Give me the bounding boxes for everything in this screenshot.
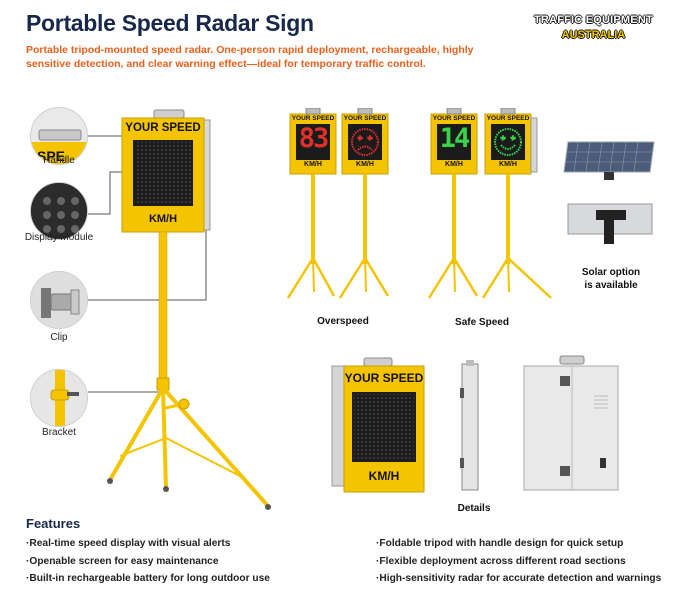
solar-caption: Solar option is available <box>581 267 641 291</box>
main-radar-sign <box>107 109 271 510</box>
brand-logo: TRAFFIC EQUIPMENT AUSTRALIA <box>534 14 653 41</box>
overspeed-sign-2-top: YOUR SPEED <box>343 115 387 122</box>
main-sign-unit-text: KM/H <box>148 213 178 225</box>
handle-icon: SPE <box>31 129 87 164</box>
details-caption: Details <box>457 503 491 514</box>
solar-panel-images <box>563 141 655 244</box>
clip-icon <box>31 272 87 328</box>
handle-label: Handle <box>43 155 75 166</box>
feature-left-2: ·Openable screen for easy maintenance <box>26 556 219 567</box>
main-sign-top-text: YOUR SPEED <box>125 122 201 134</box>
bracket-icon <box>31 370 87 426</box>
svg-text:SPE: SPE <box>37 148 65 164</box>
detail-sign-top-text: YOUR SPEED <box>344 371 424 385</box>
page-subtitle: Portable tripod-mounted speed radar. One… <box>26 44 474 70</box>
happy-face-icon <box>494 128 522 156</box>
clip-callout <box>30 271 88 329</box>
detail-sign-unit-text: KM/H <box>368 469 400 483</box>
solar-panel-bracket-icon <box>567 203 653 244</box>
clip-label: Clip <box>50 332 68 343</box>
overspeed-signs <box>286 108 390 299</box>
sad-face-icon <box>351 128 379 156</box>
detail-side-view <box>460 360 479 491</box>
bracket-label: Bracket <box>42 427 76 438</box>
display-module-callout <box>30 182 88 240</box>
detail-front-sign <box>331 357 425 493</box>
safe-sign-2-unit: KM/H <box>499 161 517 168</box>
safe-speed-value: 14 <box>439 123 471 154</box>
feature-left-3: ·Built-in rechargeable battery for long … <box>26 573 270 584</box>
overspeed-sign-1-top: YOUR SPEED <box>291 115 335 122</box>
features-heading: Features <box>26 516 81 531</box>
main-led-dots <box>135 142 191 204</box>
handle-callout: SPE <box>30 107 88 165</box>
bracket-callout <box>30 369 88 427</box>
safe-sign-2-top: YOUR SPEED <box>486 115 530 122</box>
brand-line-2: AUSTRALIA <box>561 29 626 41</box>
safe-speed-caption: Safe Speed <box>455 317 509 328</box>
safe-sign-1-top: YOUR SPEED <box>432 115 476 122</box>
feature-right-1: ·Foldable tripod with handle design for … <box>376 538 624 549</box>
overspeed-caption: Overspeed <box>317 316 369 327</box>
feature-left-1: ·Real-time speed display with visual ale… <box>26 538 231 549</box>
solar-panel-top-icon <box>563 141 655 180</box>
safe-speed-signs <box>427 108 552 299</box>
display-module-label: Display Module <box>24 232 94 243</box>
page-title: Portable Speed Radar Sign <box>26 10 314 36</box>
overspeed-sign-2-unit: KM/H <box>356 161 374 168</box>
safe-sign-1-unit: KM/H <box>445 161 463 168</box>
brand-line-1: TRAFFIC EQUIPMENT <box>534 14 653 26</box>
overspeed-sign-1-unit: KM/H <box>304 161 322 168</box>
overspeed-value: 83 <box>298 123 330 154</box>
detail-back-view <box>523 355 619 491</box>
feature-right-3: ·High-sensitivity radar for accurate det… <box>376 573 662 584</box>
feature-right-2: ·Flexible deployment across different ro… <box>376 556 626 567</box>
led-module-icon <box>31 183 87 239</box>
